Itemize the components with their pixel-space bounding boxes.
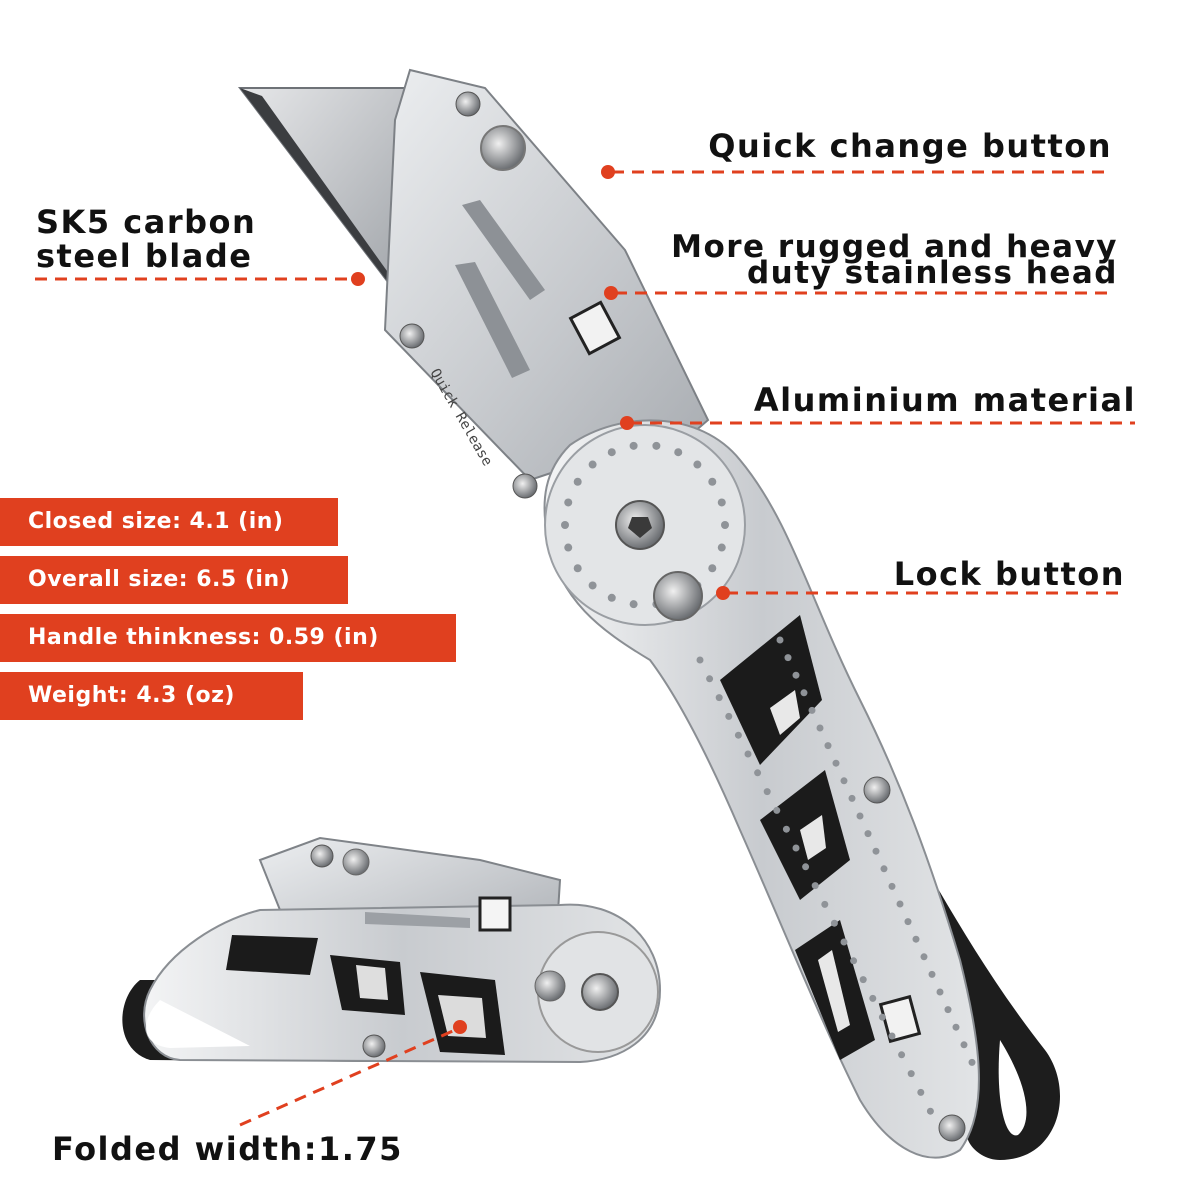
blade-label-line1: SK5 carbon bbox=[36, 203, 257, 241]
spec-closed-size: Closed size: 4.1 (in) bbox=[0, 498, 338, 546]
spec-overall-size: Overall size: 6.5 (in) bbox=[0, 556, 348, 604]
quick-change-label: Quick change button bbox=[708, 127, 1112, 165]
brand-logo bbox=[568, 300, 622, 356]
open-knife: Quick Release bbox=[237, 68, 1060, 1160]
quick-change-button bbox=[480, 125, 526, 171]
spec-handle-thickness: Handle thinkness: 0.59 (in) bbox=[0, 614, 456, 662]
stainless-head bbox=[383, 68, 710, 482]
head-label-line1: More rugged and heavy bbox=[671, 229, 1118, 265]
aluminium-label: Aluminium material bbox=[753, 381, 1136, 419]
spec-weight: Weight: 4.3 (oz) bbox=[0, 672, 303, 720]
lock-button-label: Lock button bbox=[893, 555, 1125, 593]
folded-knife bbox=[122, 836, 662, 1064]
head-label-line2: duty stainless head bbox=[746, 255, 1118, 291]
folded-width-label: Folded width:1.75 bbox=[52, 1130, 403, 1168]
leader-lines bbox=[35, 170, 1135, 1127]
lock-button bbox=[653, 571, 703, 621]
blade-label-line2: steel blade bbox=[36, 237, 253, 275]
